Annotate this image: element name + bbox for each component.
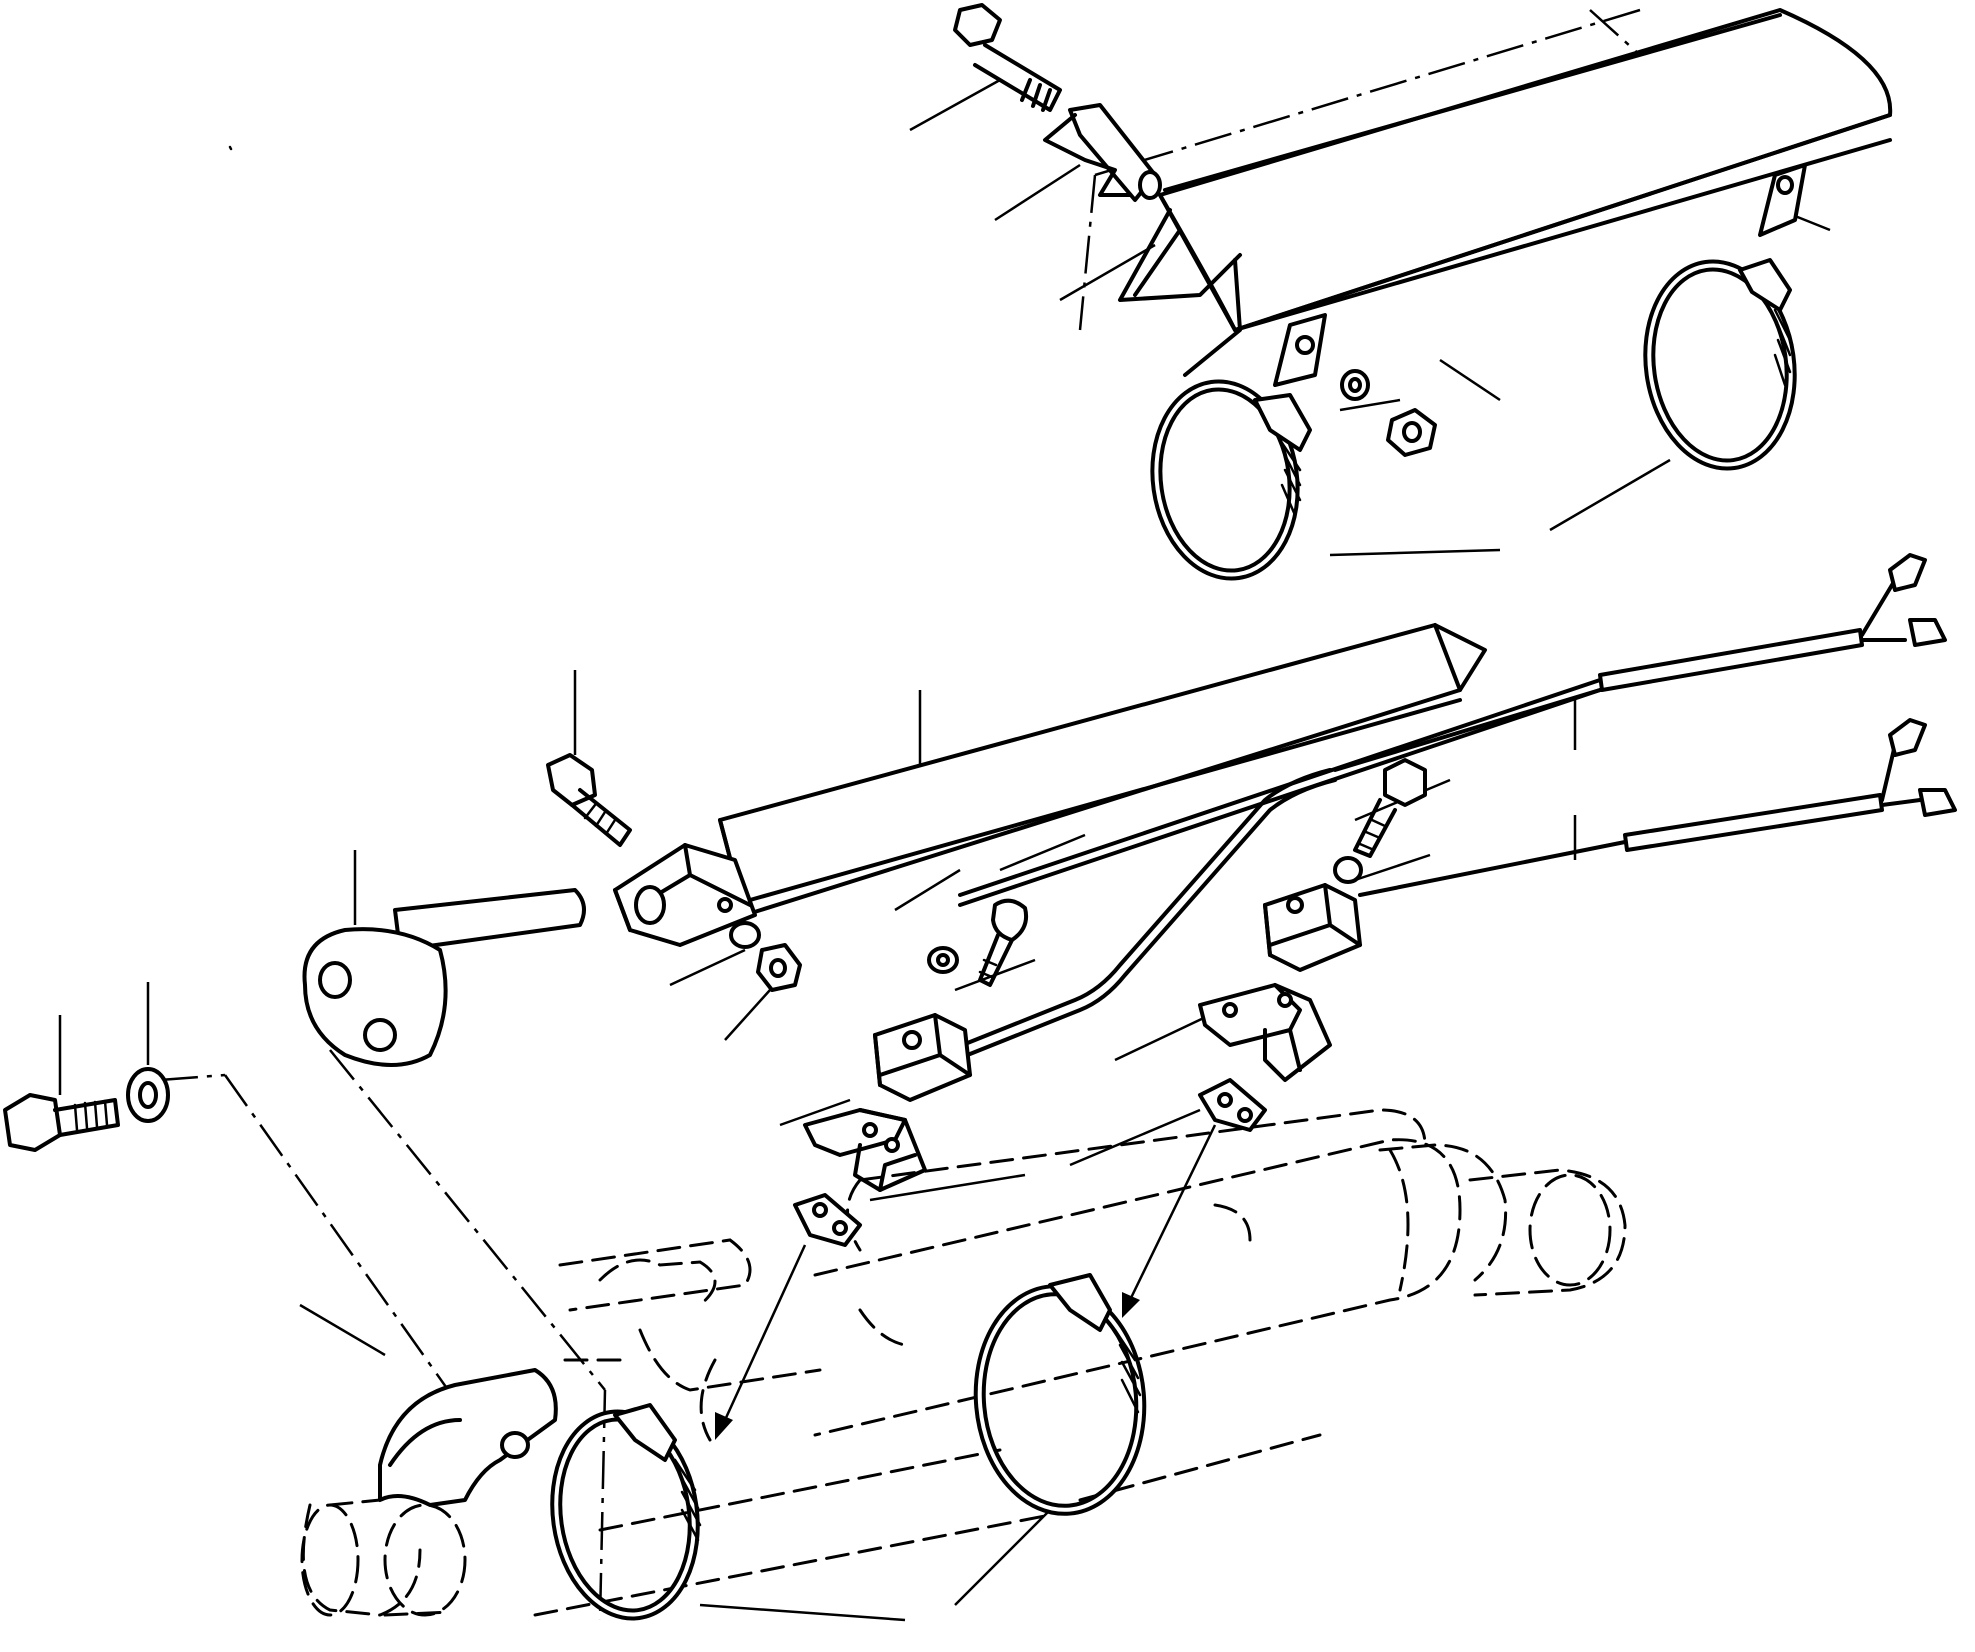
cover-mounting-bracket	[1043, 103, 1162, 202]
clevis-bracket	[378, 1368, 558, 1507]
lock-washer	[126, 1067, 170, 1123]
hydraulic-cylinder-outline	[300, 1108, 1627, 1617]
clamp-lug-left	[793, 1193, 862, 1247]
lower-hose-clamp-right	[973, 1273, 1147, 1516]
rod-nut	[756, 943, 802, 992]
protective-cover	[1158, 8, 1893, 332]
cover-lug-right	[1758, 163, 1807, 237]
clamp-lug-right	[1198, 1078, 1267, 1132]
hex-bolt	[3, 1093, 120, 1152]
alignment-lines	[159, 8, 1641, 1621]
stray-mark	[228, 145, 233, 151]
sensor-rod	[718, 623, 1487, 917]
cover-bolt	[953, 3, 1062, 112]
clamp-bracket-left	[803, 1108, 927, 1192]
middle-screw	[978, 898, 1029, 987]
sensor-cable-upper	[958, 553, 1947, 907]
cable-rod	[948, 688, 1602, 1062]
cover-lug-left	[1273, 313, 1327, 387]
rod-clamp-block	[613, 843, 757, 947]
upper-nut	[1386, 408, 1437, 457]
upper-hose-clamp-right	[1643, 258, 1797, 471]
cable-block-bolt	[1353, 758, 1427, 858]
middle-washer	[927, 946, 959, 974]
upper-hose-clamp-left	[1150, 379, 1312, 581]
leader-lines	[58, 78, 1831, 1622]
lever-arm	[302, 888, 586, 1067]
rod-clamp-bolt	[546, 753, 632, 847]
cable-clamp-block-upper-right	[1263, 883, 1362, 972]
lower-hose-clamp-left	[550, 1403, 702, 1621]
clamp-bracket-right	[1198, 983, 1332, 1082]
cable-clamp-block-middle	[873, 1013, 972, 1102]
cable-block-washer	[1333, 856, 1363, 884]
sensor-cable-lower	[1358, 718, 1957, 897]
assembly-arrows	[715, 1124, 1217, 1440]
cover-support-frame	[1118, 208, 1242, 377]
upper-washer	[1340, 369, 1370, 401]
rod-washer	[729, 921, 761, 949]
